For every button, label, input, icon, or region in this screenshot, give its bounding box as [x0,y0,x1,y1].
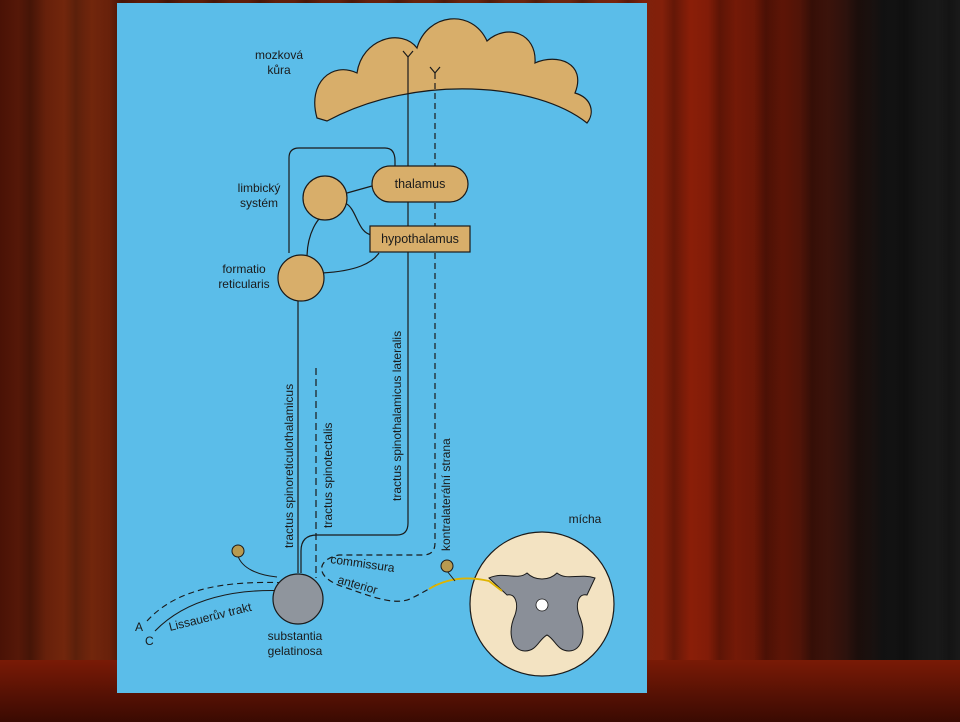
contralateral-side-label: kontralaterální strana [439,438,453,551]
substantia-label-1: substantia [268,629,323,643]
anterior-label: anterior [336,572,379,597]
substantia-label-2: gelatinosa [268,644,323,658]
cortex-label-1: mozková [255,48,303,62]
lissauer-tract-label: Lissauerův trakt [167,600,253,634]
tract-spinoreticulothalamicus-label: tractus spinoreticulothalamicus [282,384,296,548]
reticular-to-thalamus-loop [288,147,396,253]
substantia-gelatinosa [272,573,324,625]
fiber-a-label: A [135,620,143,634]
lissauer-fiber-c [154,589,290,632]
tract-spinothalamicus-lateralis-line [300,57,409,573]
limbic-label-2: systém [240,196,278,210]
reticular-hypothalamus-connection [321,252,380,274]
hypothalamus-label: hypothalamus [381,232,459,246]
dorsal-root-axon [428,577,503,592]
limbic-label-1: limbický [238,181,281,195]
formatio-reticularis [277,254,325,302]
tract-spinothalamicus-lateralis-label: tractus spinothalamicus lateralis [390,331,404,501]
dorsal-root-ganglion [440,559,454,573]
thalamus-label: thalamus [395,177,446,191]
pain-pathway-diagram: mozková kůra thalamus hypothalamus limbi… [135,18,615,677]
cerebral-cortex [314,18,592,124]
contralateral-dashed-line [321,73,440,602]
spinal-grey-matter [488,572,596,652]
limbic-system [302,175,348,221]
central-canal [535,598,549,612]
lissauer-fiber-a [146,581,290,622]
cortex-label-2: kůra [267,63,291,77]
slide: mozková kůra thalamus hypothalamus limbi… [117,3,647,693]
formatio-label-1: formatio [222,262,266,276]
formatio-label-2: reticularis [218,277,269,291]
limbic-thalamus-connection [346,185,373,194]
hypothalamus [369,225,471,253]
spinal-cord-label: mícha [569,512,602,526]
fiber-c-label: C [145,634,154,648]
limbic-hypothalamus-connection [344,202,373,236]
dorsal-root-stem [446,570,456,582]
left-ganglion-fiber [237,555,278,578]
thalamus [371,165,469,203]
tract-spinotectalis-label: tractus spinotectalis [321,423,335,528]
left-ganglion-cell [231,544,245,558]
